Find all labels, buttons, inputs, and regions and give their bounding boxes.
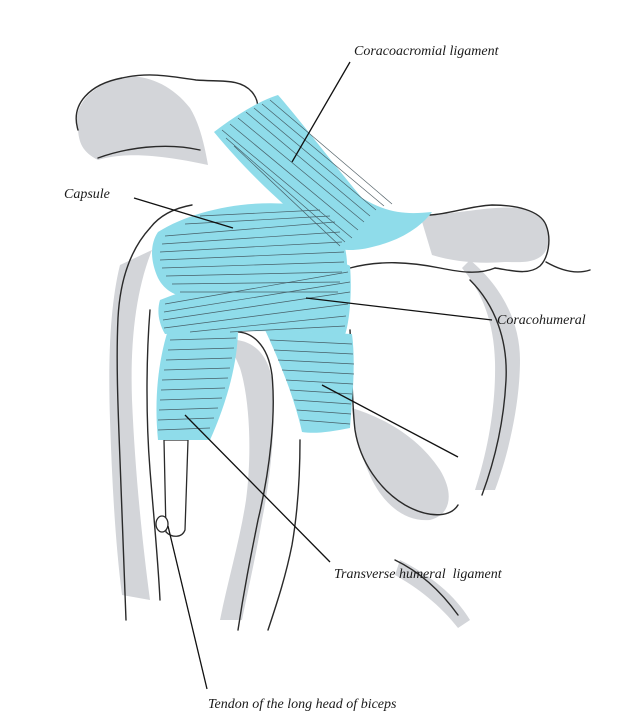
- scapula-shadow: [462, 260, 520, 490]
- label-transverse-humeral-ligament: Transverse humeral ligament: [334, 567, 502, 583]
- coracoid-tip: [546, 262, 590, 272]
- acromion-shadow: [77, 76, 208, 165]
- leader-coracoacromial: [292, 62, 350, 162]
- label-coracohumeral: Coracohumeral: [497, 313, 586, 329]
- coracoid-shadow: [420, 207, 549, 262]
- anatomical-neck-outline: [268, 440, 300, 630]
- transverse-humeral-ligament-left: [156, 328, 238, 440]
- leader-tendon: [168, 526, 207, 689]
- humeral-head-shadow: [109, 250, 152, 600]
- biceps-tendon: [156, 440, 188, 536]
- label-capsule: Capsule: [64, 187, 110, 203]
- bicipital-groove-left: [147, 310, 160, 600]
- biceps-tendon-cut-end: [156, 516, 168, 532]
- label-tendon-long-head-biceps: Tendon of the long head of biceps: [208, 697, 396, 713]
- label-coracoacromial-ligament: Coracoacromial ligament: [354, 44, 499, 60]
